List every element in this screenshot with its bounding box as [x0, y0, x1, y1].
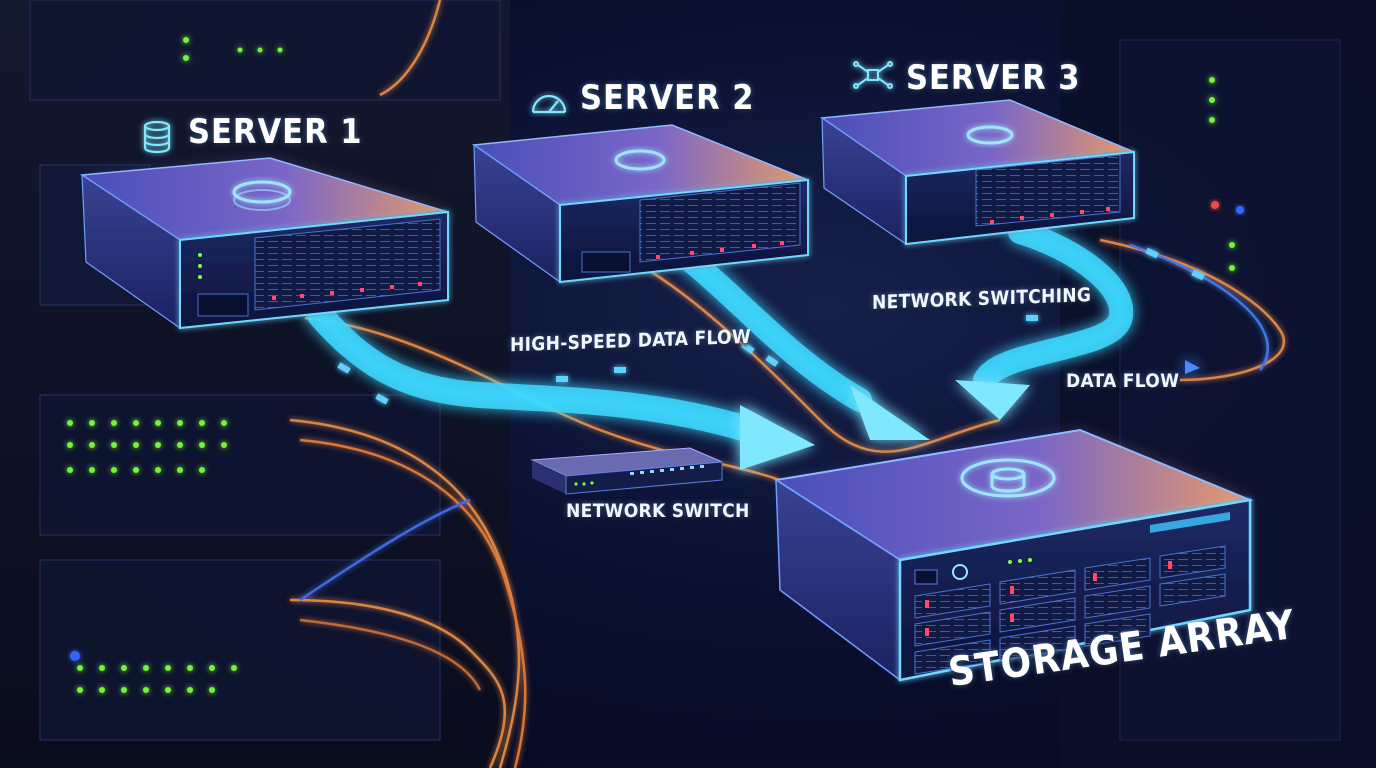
- arrowhead-3: [955, 380, 1030, 420]
- arrowhead-1: [740, 405, 815, 470]
- server-2: [471, 94, 809, 284]
- storage-array: [773, 428, 1254, 682]
- speedometer-icon: [531, 94, 567, 114]
- flow-arrow-server3: [973, 220, 1134, 392]
- arrowheads: [740, 360, 1200, 470]
- sync-database-icon: [960, 458, 1056, 498]
- server-2-label: SERVER 2: [580, 78, 755, 118]
- server-1: [79, 120, 449, 330]
- server-1-label: SERVER 1: [188, 112, 363, 152]
- network-switch: [530, 447, 723, 495]
- flow-arrow-server1: [307, 302, 763, 443]
- network-nodes-icon: [853, 61, 893, 89]
- server-3-label: SERVER 3: [906, 58, 1081, 98]
- data-flow-arrows: [307, 220, 1134, 443]
- flow-arrow-server2: [678, 248, 872, 412]
- arrowhead-2: [850, 385, 930, 440]
- data-flow-label: DATA FLOW: [1066, 370, 1180, 392]
- arrowhead-data-flow: [1185, 360, 1200, 374]
- server-3: [819, 61, 1135, 246]
- network-switch-label: NETWORK SWITCH: [566, 500, 750, 522]
- database-icon: [143, 120, 171, 154]
- connectors: [337, 247, 1205, 405]
